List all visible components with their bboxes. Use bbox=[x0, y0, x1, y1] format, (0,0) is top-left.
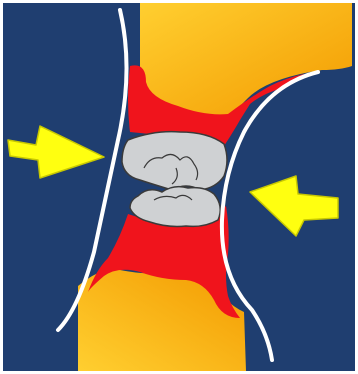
lower-meniscus bbox=[130, 187, 220, 227]
